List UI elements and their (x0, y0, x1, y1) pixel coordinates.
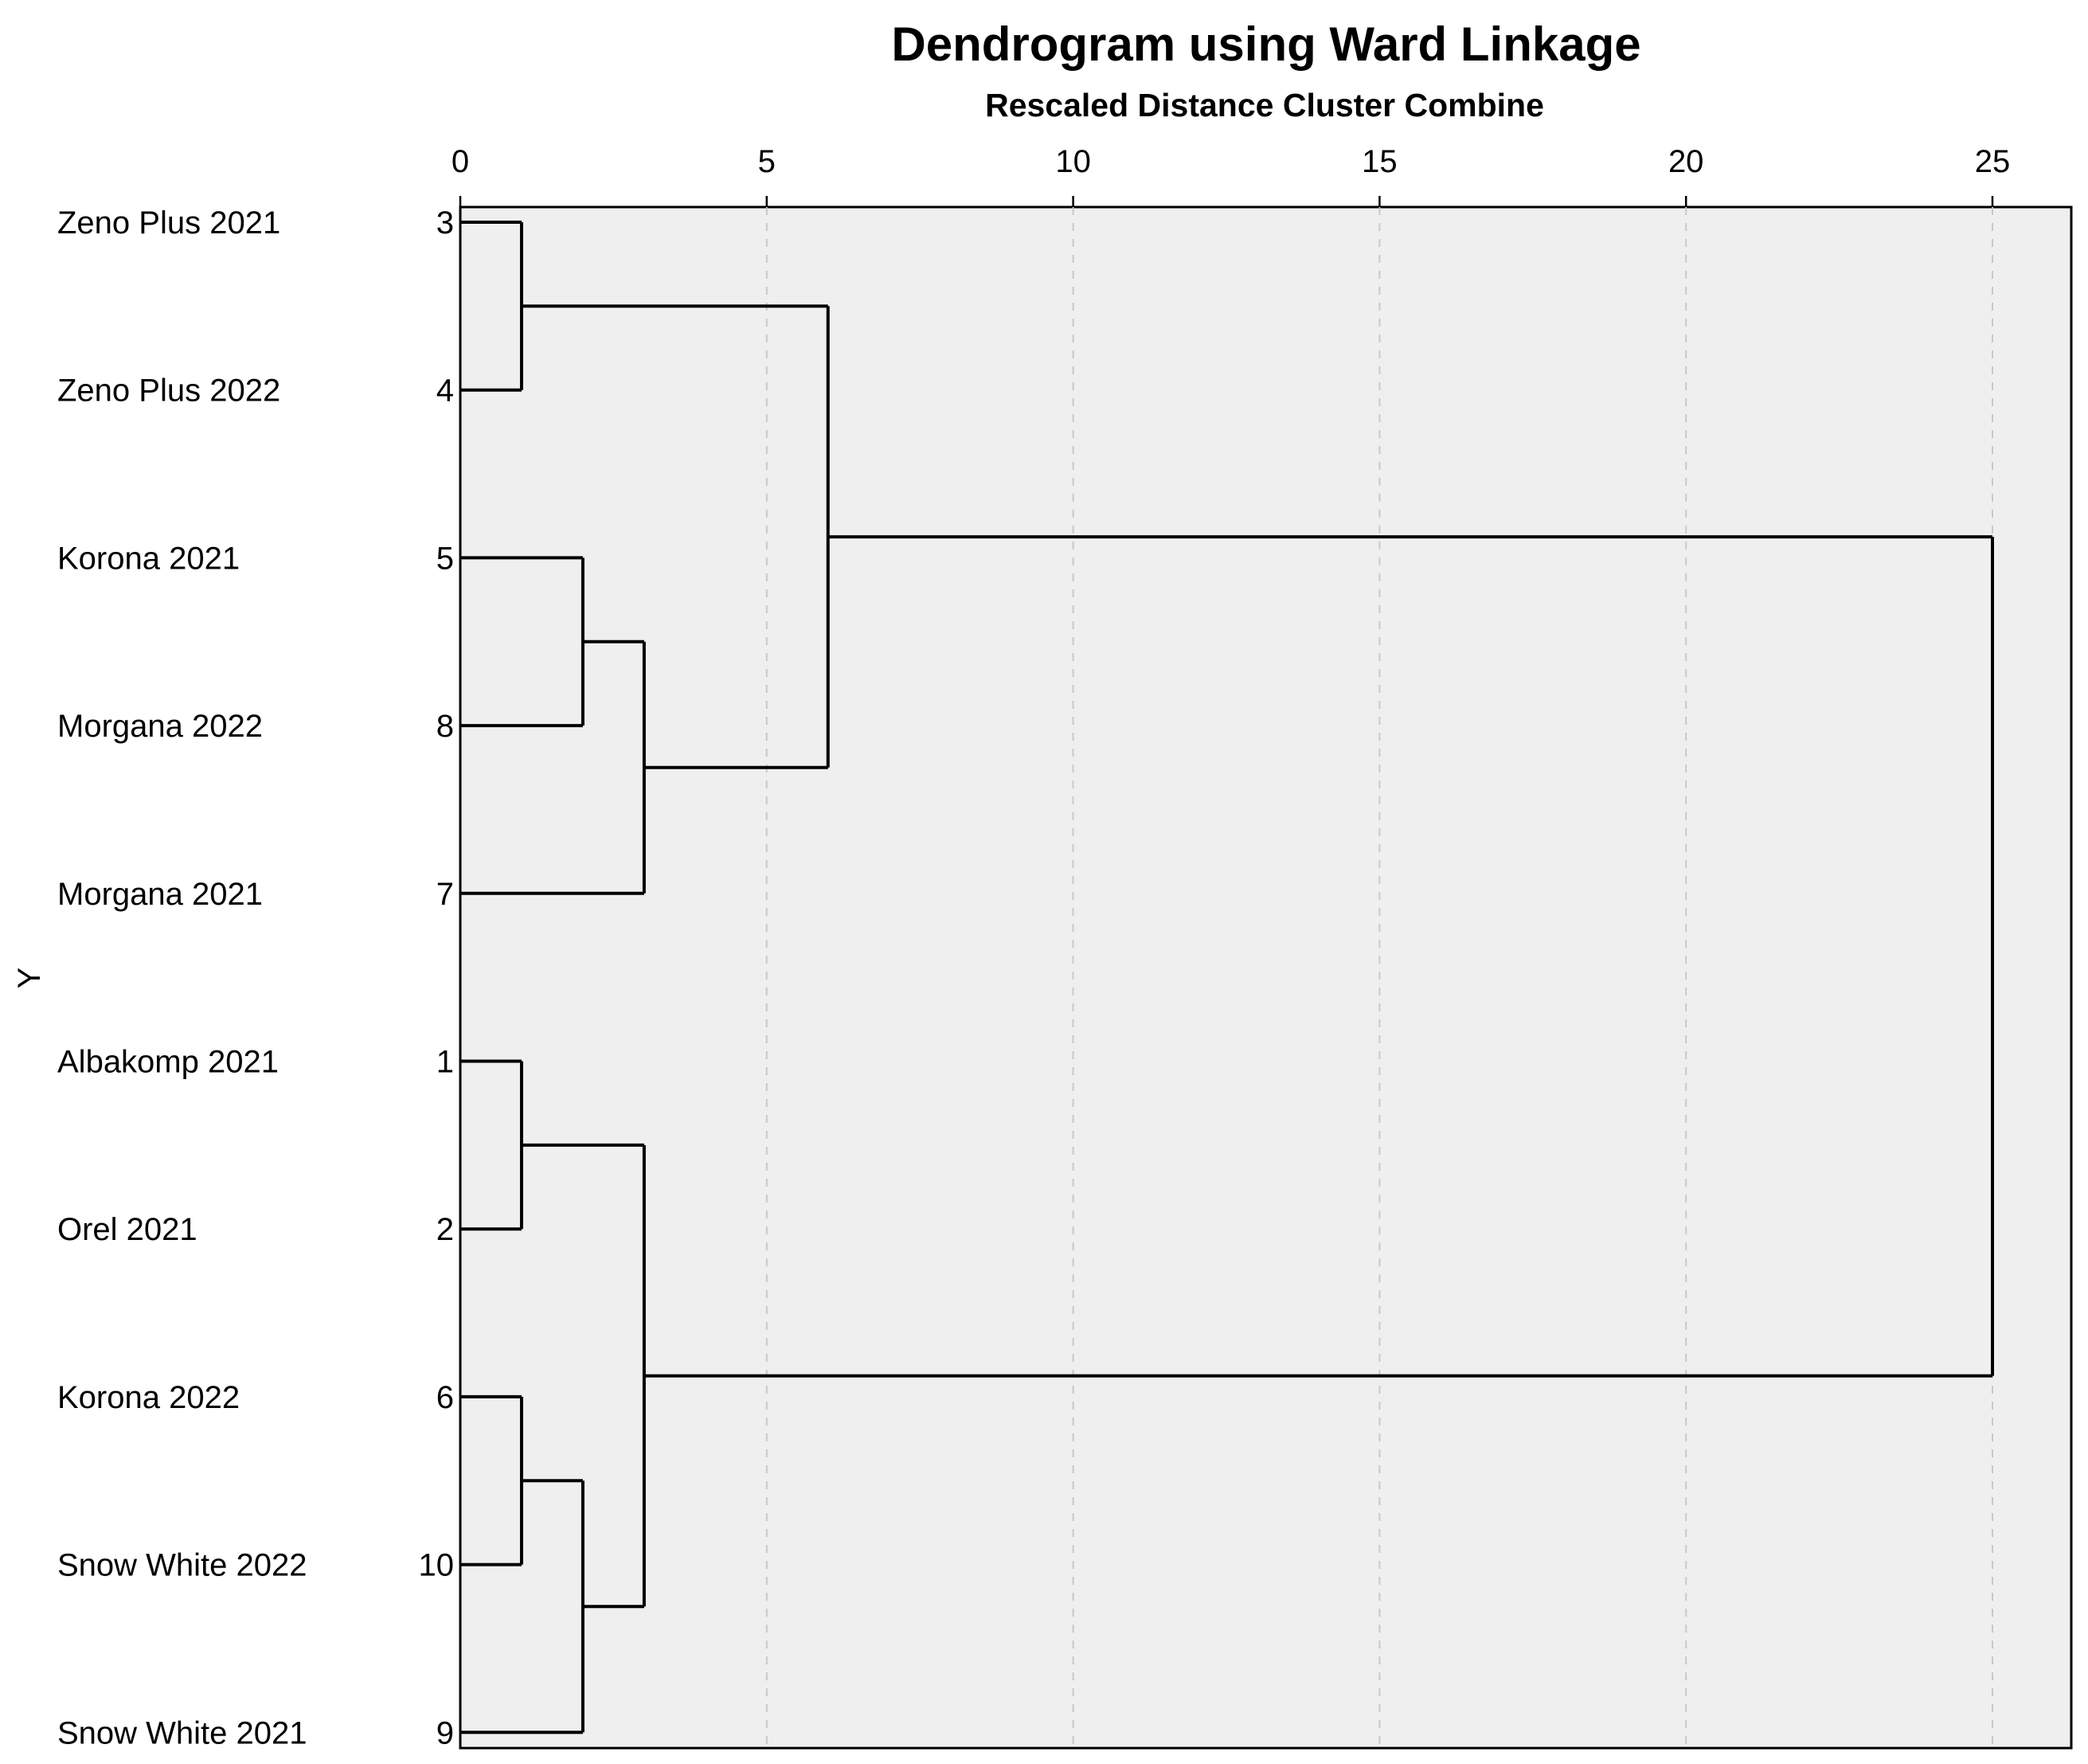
leaf-id-5: 5 (436, 541, 454, 576)
x-tick-label-0: 0 (452, 144, 469, 179)
leaf-id-8: 8 (436, 709, 454, 744)
leaf-id-3: 3 (436, 205, 454, 241)
leaf-id-2: 2 (436, 1212, 454, 1247)
leaf-id-6: 6 (436, 1380, 454, 1415)
chart-title: Dendrogram using Ward Linkage (891, 18, 1640, 71)
x-tick-label-20: 20 (1668, 144, 1704, 179)
leaf-label-9: Snow White 2021 (57, 1715, 307, 1750)
leaf-label-5: Korona 2021 (57, 541, 240, 576)
x-tick-label-5: 5 (758, 144, 776, 179)
leaf-id-7: 7 (436, 877, 454, 912)
chart-subtitle: Rescaled Distance Cluster Combine (985, 87, 1544, 123)
leaf-label-10: Snow White 2022 (57, 1548, 307, 1583)
x-tick-label-25: 25 (1975, 144, 2011, 179)
x-tick-label-15: 15 (1362, 144, 1398, 179)
leaf-id-4: 4 (436, 374, 454, 409)
leaf-label-2: Orel 2021 (57, 1212, 197, 1247)
x-tick-label-10: 10 (1055, 144, 1091, 179)
y-axis-label: Y (12, 968, 47, 989)
leaf-label-1: Albakomp 2021 (57, 1045, 279, 1080)
leaf-id-1: 1 (436, 1045, 454, 1080)
leaf-label-8: Morgana 2022 (57, 709, 263, 744)
leaf-label-3: Zeno Plus 2021 (57, 205, 280, 241)
leaf-label-4: Zeno Plus 2022 (57, 374, 280, 409)
leaf-id-9: 9 (436, 1715, 454, 1750)
leaf-label-6: Korona 2022 (57, 1380, 240, 1415)
leaf-label-7: Morgana 2021 (57, 877, 263, 912)
plot-background (459, 205, 2073, 1750)
leaf-id-10: 10 (419, 1548, 455, 1583)
